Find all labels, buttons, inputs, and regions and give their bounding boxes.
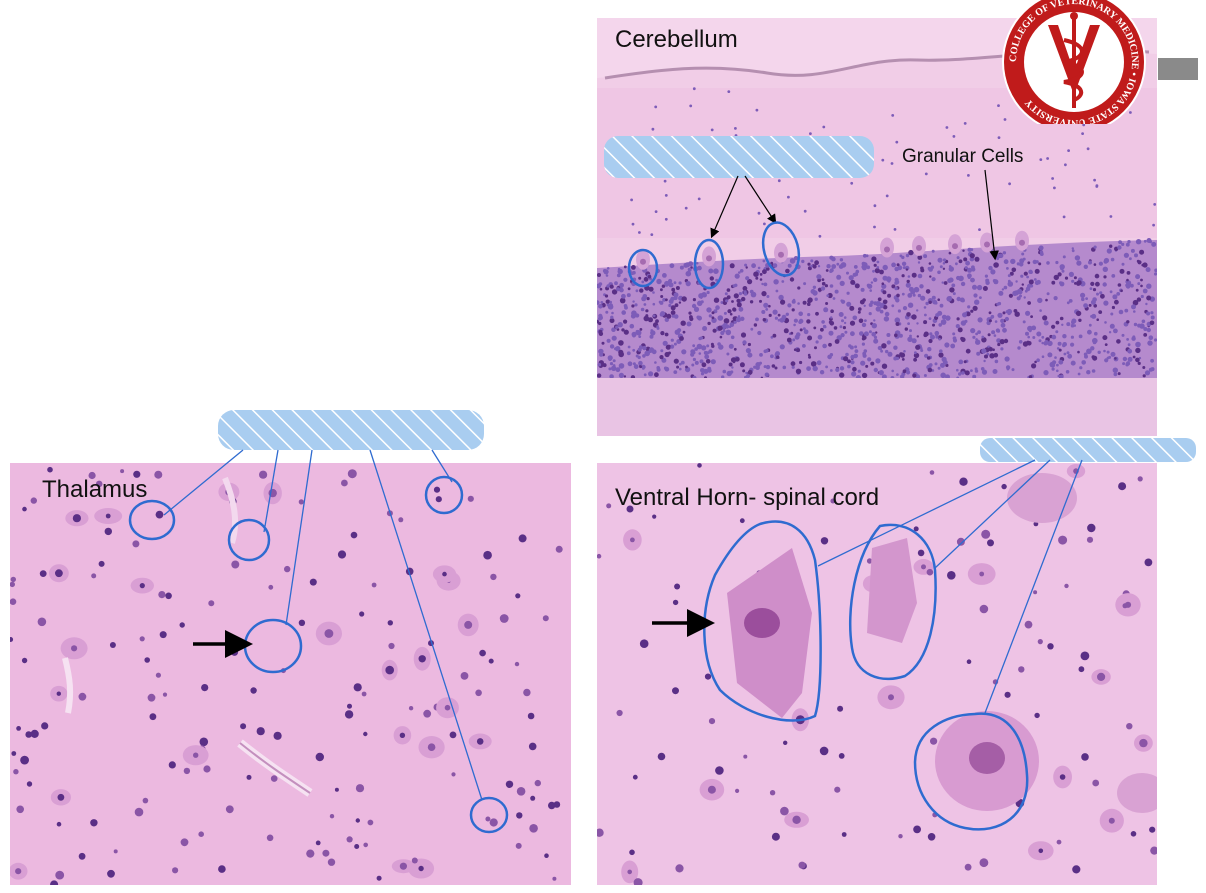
side-tab bbox=[1158, 58, 1198, 80]
redaction-bar-cerebellum bbox=[604, 136, 874, 178]
thalamus-title: Thalamus bbox=[42, 476, 148, 503]
redaction-bar-ventral-horn bbox=[980, 438, 1196, 462]
caduceus-icon: COLLEGE OF VETERINARY MEDICINE • IOWA ST… bbox=[1002, 0, 1146, 134]
granular-cells-label: Granular Cells bbox=[902, 146, 1024, 167]
redaction-bar-thalamus bbox=[218, 410, 484, 450]
ventral-horn-tissue bbox=[597, 463, 1157, 885]
thalamus-tissue bbox=[10, 463, 571, 885]
ventral-horn-micrograph bbox=[597, 463, 1157, 885]
iowa-state-vet-med-seal: COLLEGE OF VETERINARY MEDICINE • IOWA ST… bbox=[998, 0, 1150, 134]
ventral-horn-title: Ventral Horn- spinal cord bbox=[615, 484, 880, 511]
purkinje-cells bbox=[636, 230, 1029, 270]
thalamus-micrograph bbox=[10, 463, 571, 885]
cerebellum-title: Cerebellum bbox=[615, 26, 738, 53]
